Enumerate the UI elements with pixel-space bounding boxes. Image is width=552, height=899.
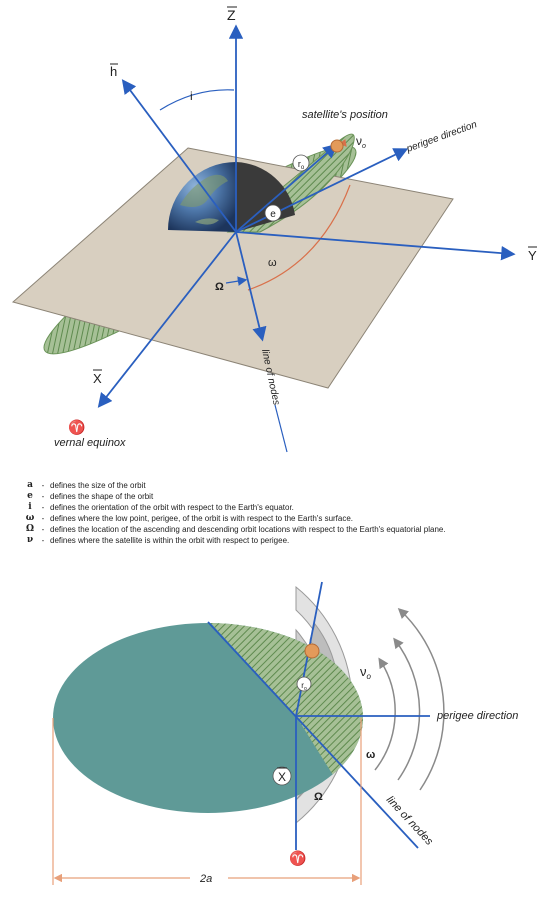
raan-label: Ω [215, 281, 224, 293]
inclination-arc [159, 89, 235, 111]
legend-row-raan: Ω - defines the location of the ascendin… [24, 524, 544, 535]
orbital-elements-3d-diagram: e ro Z h Y X i satellite's position νo p… [11, 6, 537, 453]
orbit-hatched-section [208, 623, 363, 813]
legend-text: defines where the low point, perigee, of… [50, 514, 354, 523]
perigee-axis [235, 148, 409, 233]
radius-vector [235, 143, 338, 233]
arg-perigee-arc [247, 184, 351, 291]
true-anomaly-label: νo [360, 664, 372, 681]
legend-dash: - [41, 481, 45, 490]
eccentricity-label: e [270, 209, 276, 220]
legend-dash: - [41, 492, 45, 501]
line-of-nodes-axis [235, 231, 267, 342]
true-anomaly-label: νo [356, 134, 366, 150]
radius-label: ro [298, 159, 305, 171]
perigee-direction-label: perigee direction [436, 710, 518, 722]
legend-text: defines where the satellite is within th… [50, 536, 290, 545]
legend-row-i: i - defines the orientation of the orbit… [24, 502, 544, 513]
line-of-nodes-line [207, 621, 419, 849]
raan-label: Ω [314, 791, 323, 803]
legend-text: defines the orientation of the orbit wit… [50, 503, 294, 512]
legend-text: defines the location of the ascending an… [50, 525, 446, 534]
radius-badge [292, 154, 310, 172]
legend-symbol: i [28, 502, 32, 512]
legend-symbol: ν [26, 535, 34, 545]
line-of-nodes-tail [274, 404, 288, 453]
orbit-plane-2d-diagram: ro X νo perigee direction ω Ω line of no… [52, 581, 518, 885]
legend-text: defines the shape of the orbit [50, 492, 154, 501]
legend-dash: - [41, 503, 45, 512]
h-axis [121, 79, 237, 233]
perigee-direction-label: perigee direction [404, 119, 479, 155]
x-axis-badge [272, 766, 292, 786]
y-axis [235, 231, 516, 261]
orbital-elements-legend: a - defines the size of the orbit e - de… [24, 480, 544, 546]
arg-perigee-label: ω [268, 257, 277, 269]
major-axis-label: 2a [199, 873, 212, 885]
inclination-label: i [190, 89, 193, 103]
legend-dash: - [41, 536, 45, 545]
arg-perigee-label: ω [366, 749, 375, 761]
legend-row-a: a - defines the size of the orbit [24, 480, 544, 491]
satellite-dot [304, 643, 320, 659]
legend-row-e: e - defines the shape of the orbit [24, 491, 544, 502]
radius-badge [296, 676, 312, 692]
x-axis-label: X [93, 371, 102, 386]
vernal-equinox-label: vernal equinox [54, 437, 126, 449]
x-axis [97, 231, 237, 408]
satellite-position-label: satellite's position [302, 109, 388, 121]
legend-symbol: a [27, 480, 33, 490]
legend-symbol: Ω [25, 524, 34, 534]
x-axis-label: X [278, 770, 286, 784]
legend-symbol: e [27, 491, 33, 501]
legend-dash: - [41, 525, 45, 534]
eccentricity-badge [264, 204, 282, 222]
legend-dash: - [41, 514, 45, 523]
vernal-equinox-symbol: ♈ [68, 419, 85, 436]
legend-row-nu: ν - defines where the satellite is withi… [24, 535, 544, 546]
h-axis-label: h [110, 64, 117, 79]
satellite-dot [330, 139, 344, 153]
legend-symbol: ω [25, 513, 35, 523]
y-axis-label: Y [528, 248, 537, 263]
equatorial-plane [11, 147, 454, 389]
legend-row-omega: ω - defines where the low point, perigee… [24, 513, 544, 524]
z-axis-label: Z [227, 7, 236, 23]
raan-arrow [225, 276, 248, 286]
legend-text: defines the size of the orbit [50, 481, 146, 490]
vernal-equinox-symbol: ♈ [289, 850, 306, 867]
radius-label: ro [301, 681, 307, 692]
